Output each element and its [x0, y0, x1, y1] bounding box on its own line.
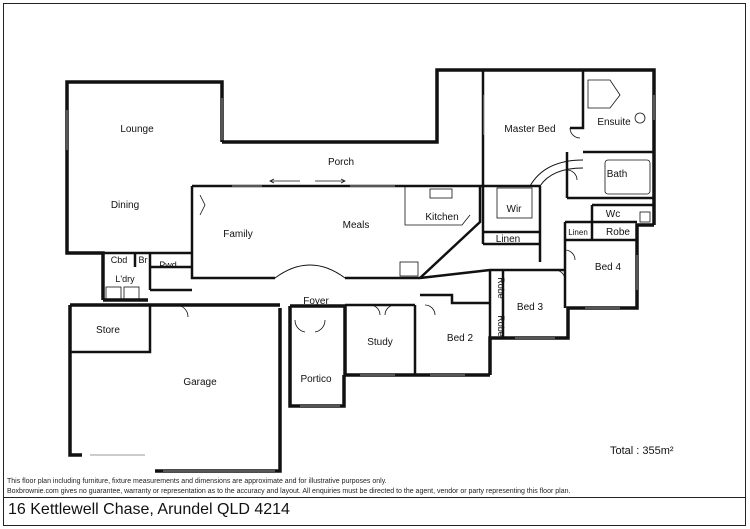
curved-wall — [529, 159, 584, 187]
label-foyer: Foyer — [303, 296, 329, 307]
windows — [66, 95, 655, 472]
disclaimer-line-2: Boxbrownie.com gives no guarantee, warra… — [7, 488, 571, 495]
disclaimer-line-1: This floor plan including furniture, fix… — [7, 478, 387, 485]
label-store: Store — [96, 325, 120, 336]
label-bath: Bath — [607, 169, 628, 180]
property-address: 16 Kettlewell Chase, Arundel QLD 4214 — [8, 501, 290, 518]
fixtures — [105, 79, 651, 300]
label-linen-right: Linen — [568, 228, 588, 237]
foyer-arch — [274, 264, 346, 279]
label-family: Family — [223, 229, 252, 240]
label-robe-a: Robe — [496, 277, 506, 299]
label-ensuite: Ensuite — [597, 117, 631, 128]
total-area: Total : 355m² — [610, 445, 674, 457]
label-kitchen: Kitchen — [425, 212, 458, 223]
label-garage: Garage — [183, 377, 217, 388]
label-laundry: L'dry — [115, 274, 135, 284]
curved-wall-inner — [539, 167, 584, 187]
label-wir: Wir — [507, 204, 523, 215]
label-bed2: Bed 2 — [447, 333, 474, 344]
label-master-bed: Master Bed — [504, 124, 555, 135]
label-bed4: Bed 4 — [595, 262, 622, 273]
door-swings — [175, 127, 581, 333]
room-labels: Lounge Dining Porch Master Bed Ensuite B… — [96, 117, 631, 388]
disclaimer: This floor plan including furniture, fix… — [7, 477, 570, 497]
label-robe-b: Robe — [496, 315, 506, 337]
label-porch: Porch — [328, 157, 354, 168]
page-frame — [3, 3, 746, 526]
label-meals: Meals — [343, 220, 370, 231]
label-portico: Portico — [300, 374, 332, 385]
label-wc: Wc — [606, 209, 620, 220]
label-pwd: Pwd — [159, 260, 177, 270]
label-bed3: Bed 3 — [517, 302, 544, 313]
label-cbd: Cbd — [111, 255, 128, 265]
label-br: Br — [139, 255, 148, 265]
label-study: Study — [367, 337, 393, 348]
label-robe-top: Robe — [606, 227, 630, 238]
label-linen-mid: Linen — [496, 234, 520, 245]
divider — [4, 497, 745, 498]
label-dining: Dining — [111, 200, 139, 211]
label-lounge: Lounge — [120, 124, 154, 135]
sliding-door — [269, 178, 346, 184]
